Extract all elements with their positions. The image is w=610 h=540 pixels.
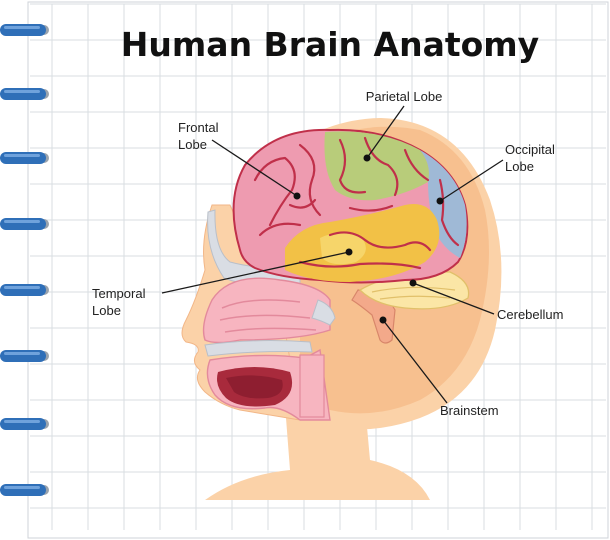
brainstem-label: Brainstem <box>440 403 499 418</box>
label-frontal-lobe: Frontal Lobe <box>178 120 301 200</box>
cerebellum-folia <box>371 286 456 300</box>
label-cerebellum: Cerebellum <box>409 279 563 322</box>
binding-ring <box>0 484 49 496</box>
binding-ring <box>0 88 49 100</box>
pharynx <box>299 354 325 418</box>
tongue-shadow <box>226 375 283 399</box>
frontal-lobe-label-line2: Lobe <box>178 137 207 152</box>
diagram-title: Human Brain Anatomy <box>121 25 539 64</box>
brainstem-marker <box>379 316 387 324</box>
cerebellum-leader-line <box>412 282 495 315</box>
brainstem-leader-line <box>382 319 448 404</box>
frontal-leader-line <box>211 139 298 197</box>
label-brainstem: Brainstem <box>379 316 499 418</box>
nasal-cavity <box>202 277 331 344</box>
nasal-conchae <box>219 299 317 333</box>
temporal-highlight <box>320 233 366 265</box>
label-occipital-lobe: Occipital Lobe <box>436 142 555 205</box>
occipital-marker <box>436 197 444 205</box>
spiral-binding <box>0 24 49 496</box>
frontal-marker <box>293 192 301 200</box>
brain-gyri <box>253 136 460 270</box>
palate <box>204 340 313 357</box>
parietal-lobe-label: Parietal Lobe <box>366 89 443 104</box>
cerebellum-label: Cerebellum <box>497 307 563 322</box>
occipital-leader-line <box>439 159 504 202</box>
temporal-leader-line <box>161 251 350 294</box>
binding-ring <box>0 418 49 430</box>
occipital-lobe-label-line2: Lobe <box>505 159 534 174</box>
label-parietal-lobe: Parietal Lobe <box>363 89 443 162</box>
binding-ring <box>0 218 49 230</box>
occipital-lobe-label-line1: Occipital <box>505 142 555 157</box>
parietal-leader-line <box>366 105 405 159</box>
temporal-lobe-label-line1: Temporal <box>92 286 146 301</box>
parietal-marker <box>363 154 371 162</box>
cerebellum-marker <box>409 279 417 287</box>
binding-ring <box>0 152 49 164</box>
parietal-region <box>324 131 429 201</box>
label-temporal-lobe: Temporal Lobe <box>92 248 353 318</box>
binding-ring <box>0 24 49 36</box>
neck <box>205 405 430 500</box>
binding-ring <box>0 284 49 296</box>
temporal-marker <box>345 248 353 256</box>
temporal-lobe-label-line2: Lobe <box>92 303 121 318</box>
frontal-lobe-label-line1: Frontal <box>178 120 219 135</box>
binding-ring <box>0 350 49 362</box>
vertebra <box>311 299 336 326</box>
